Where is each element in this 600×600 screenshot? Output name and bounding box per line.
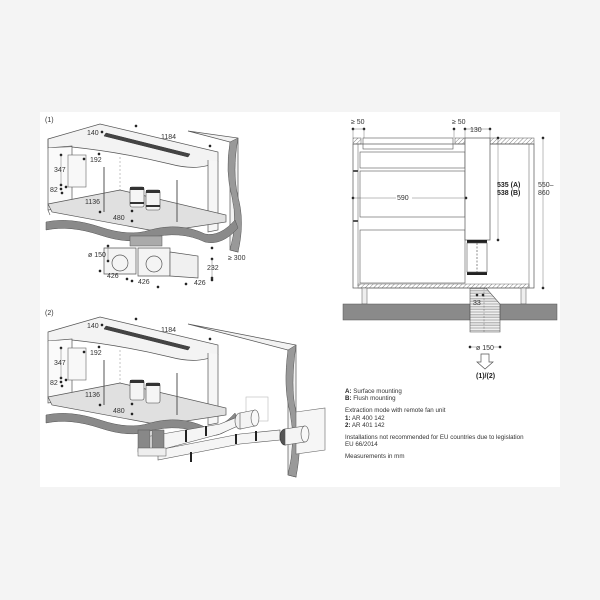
section-view: ≥ 50 ≥ 50 130 [342, 119, 558, 380]
dim-unit-spacing-2: 480 [113, 408, 125, 415]
dim-duct-diameter: ø 150 [88, 252, 106, 259]
figure-2-isometric: (2) [45, 310, 326, 478]
dim-offset: 33 [473, 300, 481, 307]
dim-fan-height: 232 [207, 265, 219, 272]
dim-depth: 1136 [85, 199, 100, 206]
dim-cutout-width-2: 192 [90, 350, 102, 357]
dim-cutout-height-2: 347 [54, 360, 66, 367]
note-b-text: Flush mounting [353, 395, 396, 403]
dim-total-height-1: 550– [538, 182, 554, 189]
dim-fan-width-2: 426 [138, 279, 150, 286]
dim-base-offset-2: 82 [50, 380, 58, 387]
dim-top-offset: 140 [87, 130, 99, 137]
note-b-key: B: [345, 395, 352, 403]
dim-depth-2: 1136 [85, 392, 100, 399]
note-extraction-title: Extraction mode with remote fan unit [345, 407, 446, 415]
installation-drawings: (1) [45, 117, 558, 478]
dim-fan-width-1: 426 [107, 273, 119, 280]
note-item2-key: 2: [345, 422, 351, 430]
figure-2-label: (2) [45, 310, 54, 317]
dim-top-offset-2: 140 [87, 323, 99, 330]
dim-fan-width-3: 426 [194, 280, 206, 287]
dim-width: 590 [397, 195, 409, 202]
dim-height-b: 538 (B) [497, 190, 520, 197]
dim-section-duct-diameter: ø 150 [476, 345, 494, 352]
arrow-label: (1)/(2) [476, 373, 495, 380]
figure-1-isometric: (1) [45, 117, 246, 289]
note-item1-text: AR 400 142 [351, 414, 385, 422]
dim-cutout-width: 192 [90, 157, 102, 164]
arrow-down-icon [476, 353, 494, 370]
note-units: Measurements in mm [345, 453, 405, 461]
dim-right-clearance: ≥ 50 [452, 119, 466, 126]
note-a-key: A: [345, 388, 352, 395]
dim-hob-length: 1184 [161, 134, 176, 141]
dim-height-a: 535 (A) [497, 182, 520, 189]
dim-total-height-2: 860 [538, 190, 550, 197]
dim-unit-spacing: 480 [113, 215, 125, 222]
legend-notes: A: Surface mounting B: Flush mounting Ex… [345, 388, 560, 465]
dim-left-clearance: ≥ 50 [351, 119, 365, 126]
note-a-text: Surface mounting [353, 388, 402, 395]
dim-hob-length-2: 1184 [161, 327, 176, 334]
note-eu-warning-1: Installations not recommended for EU cou… [345, 434, 524, 442]
dim-duct-width: 130 [470, 127, 482, 134]
note-eu-warning-2: EU 66/2014 [345, 441, 378, 449]
figure-1-label: (1) [45, 117, 54, 124]
diagram-panel: (1) [40, 112, 560, 487]
note-item2-text: AR 401 142 [351, 422, 385, 430]
dim-wall-clearance: ≥ 300 [228, 255, 246, 262]
dim-base-offset: 82 [50, 187, 58, 194]
note-item1-key: 1: [345, 414, 351, 422]
dim-cutout-height: 347 [54, 167, 66, 174]
